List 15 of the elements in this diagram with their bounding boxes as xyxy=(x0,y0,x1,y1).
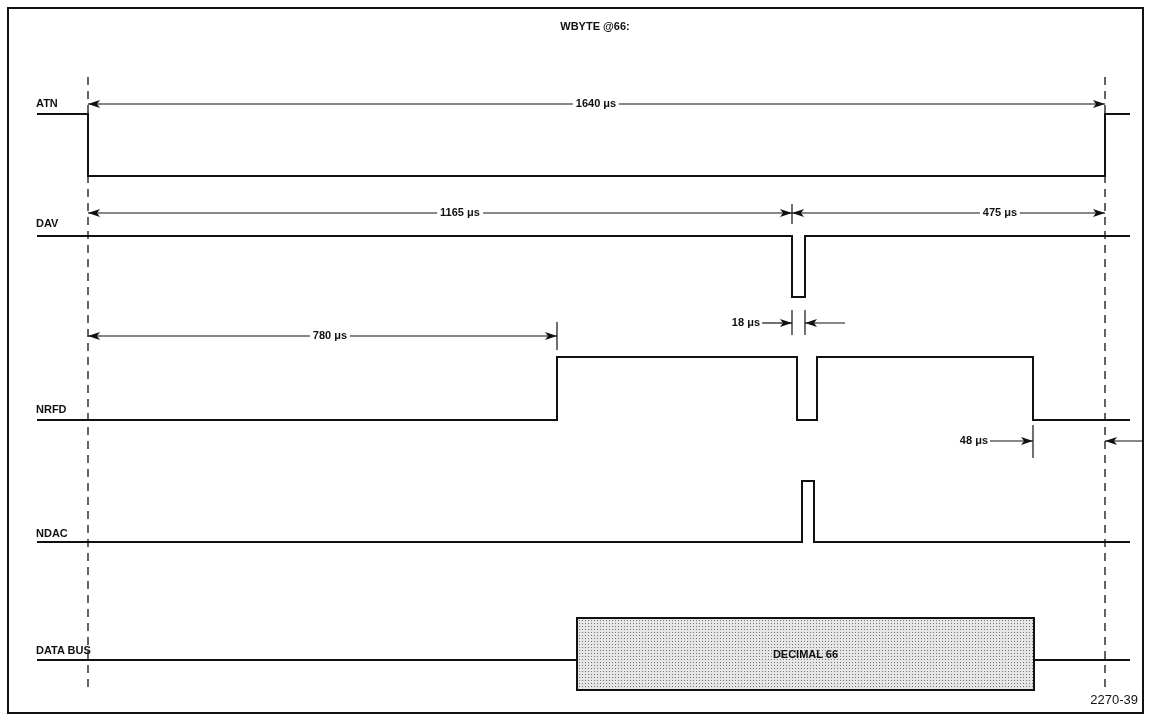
signal-name: NRFD xyxy=(36,403,67,416)
signal-name: DAV xyxy=(36,217,59,230)
signal-name: NDAC xyxy=(36,527,68,540)
dimension-label: 780 μs xyxy=(309,329,351,342)
bus-value-label: DECIMAL 66 xyxy=(772,648,839,660)
signal-name: ATN xyxy=(36,97,58,110)
dimension-label: 48 μs xyxy=(959,434,988,447)
dimension-label: 1640 μs xyxy=(572,97,620,110)
data-bus-block xyxy=(576,617,1035,691)
signal-name: DATA BUS xyxy=(36,644,91,657)
dimension-label: 1165 μs xyxy=(437,206,483,219)
dimension-label: 18 μs xyxy=(731,316,760,329)
figure-number: 2270-39 xyxy=(1090,693,1138,706)
diagram-title: WBYTE @66: xyxy=(560,20,630,33)
dimension-label: 475 μs xyxy=(979,206,1021,219)
